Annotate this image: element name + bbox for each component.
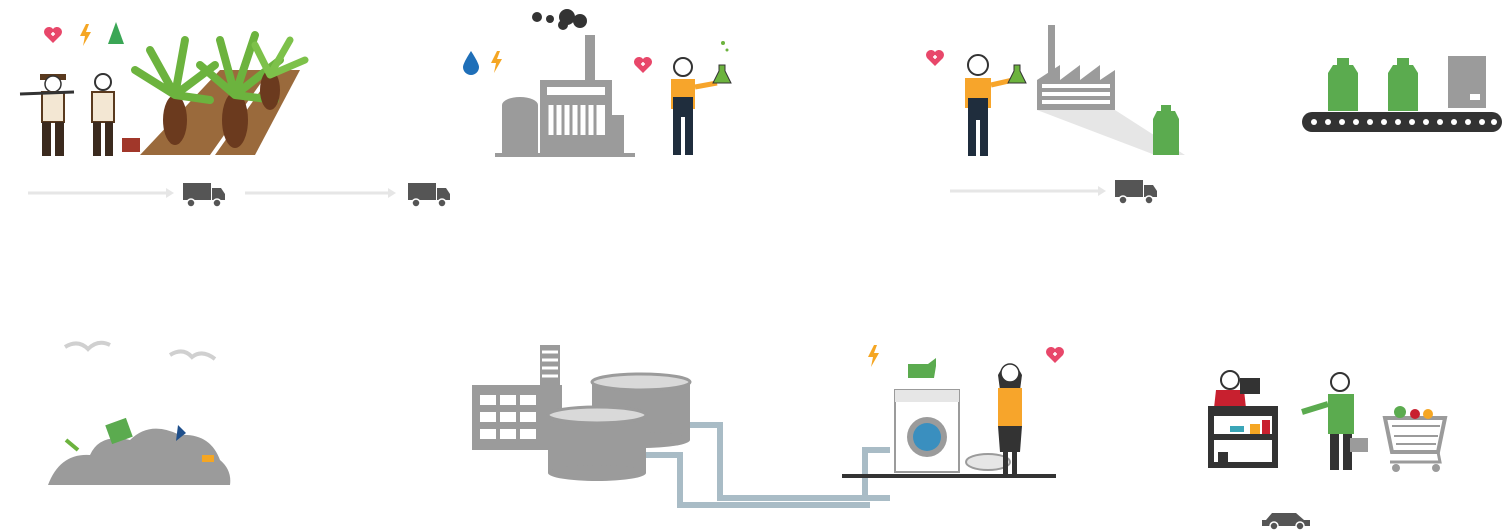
smoke-cloud xyxy=(532,9,587,30)
shopping-cart-icon xyxy=(1382,406,1448,472)
detergent-bottle-icon xyxy=(1328,58,1358,111)
water-drop-icon xyxy=(463,51,479,75)
washing-machine-icon xyxy=(894,389,960,473)
flask-icon xyxy=(1007,64,1027,84)
lightning-icon xyxy=(491,51,502,73)
laundry-basin xyxy=(965,453,1011,471)
tree-icon xyxy=(108,22,124,44)
stage-wastewater-treatment xyxy=(470,340,900,510)
transport-arrow-3 xyxy=(950,178,1170,208)
stage-raw-material-farming xyxy=(10,10,310,165)
heart-icon xyxy=(1046,347,1064,363)
heart-icon xyxy=(634,57,652,73)
transport-arrow-1 xyxy=(28,180,228,210)
detergent-bottle-icon xyxy=(1153,105,1179,155)
shopper-icon xyxy=(1301,372,1368,470)
consumer-woman-icon xyxy=(998,363,1022,474)
floor-line xyxy=(842,474,1056,478)
detergent-bottle-icon xyxy=(908,358,936,378)
farmer-man-icon xyxy=(19,74,75,156)
conveyor-belt-icon xyxy=(1302,112,1502,132)
stage-packaging-conveyor xyxy=(1300,50,1505,140)
factory-icon xyxy=(495,35,635,157)
lightning-icon xyxy=(80,24,91,46)
heart-icon xyxy=(926,50,944,66)
factory-icon xyxy=(472,345,562,450)
lab-worker-icon xyxy=(671,57,718,155)
stage-chemical-processing-plant xyxy=(455,5,745,165)
lightning-icon xyxy=(868,345,879,367)
tank-icon xyxy=(546,405,648,481)
bird-icon xyxy=(168,349,217,361)
transport-arrow-2 xyxy=(245,180,455,210)
stage-retail-shopping xyxy=(1200,360,1460,531)
detergent-bottle-icon xyxy=(1388,58,1418,111)
car-icon xyxy=(1262,513,1310,531)
bird-icon xyxy=(63,340,111,352)
truck-icon xyxy=(1115,180,1157,205)
truck-icon xyxy=(408,183,450,208)
box-icon xyxy=(1448,56,1486,108)
fruit-basket xyxy=(122,138,140,152)
factory-icon xyxy=(1037,25,1185,155)
waste-pile-icon xyxy=(48,417,231,485)
cashier-icon xyxy=(1208,370,1278,468)
truck-icon xyxy=(183,183,225,208)
bubbles xyxy=(721,41,729,52)
palm-tree-icon xyxy=(131,31,309,148)
flask-icon xyxy=(712,64,732,84)
stage-landfill-disposal xyxy=(40,335,240,495)
factory-worker-icon xyxy=(965,54,1014,156)
stage-consumer-use-laundry xyxy=(840,340,1070,490)
farmer-woman-icon xyxy=(91,73,115,156)
stage-product-manufacturing xyxy=(915,20,1195,165)
heart-icon xyxy=(44,27,62,43)
